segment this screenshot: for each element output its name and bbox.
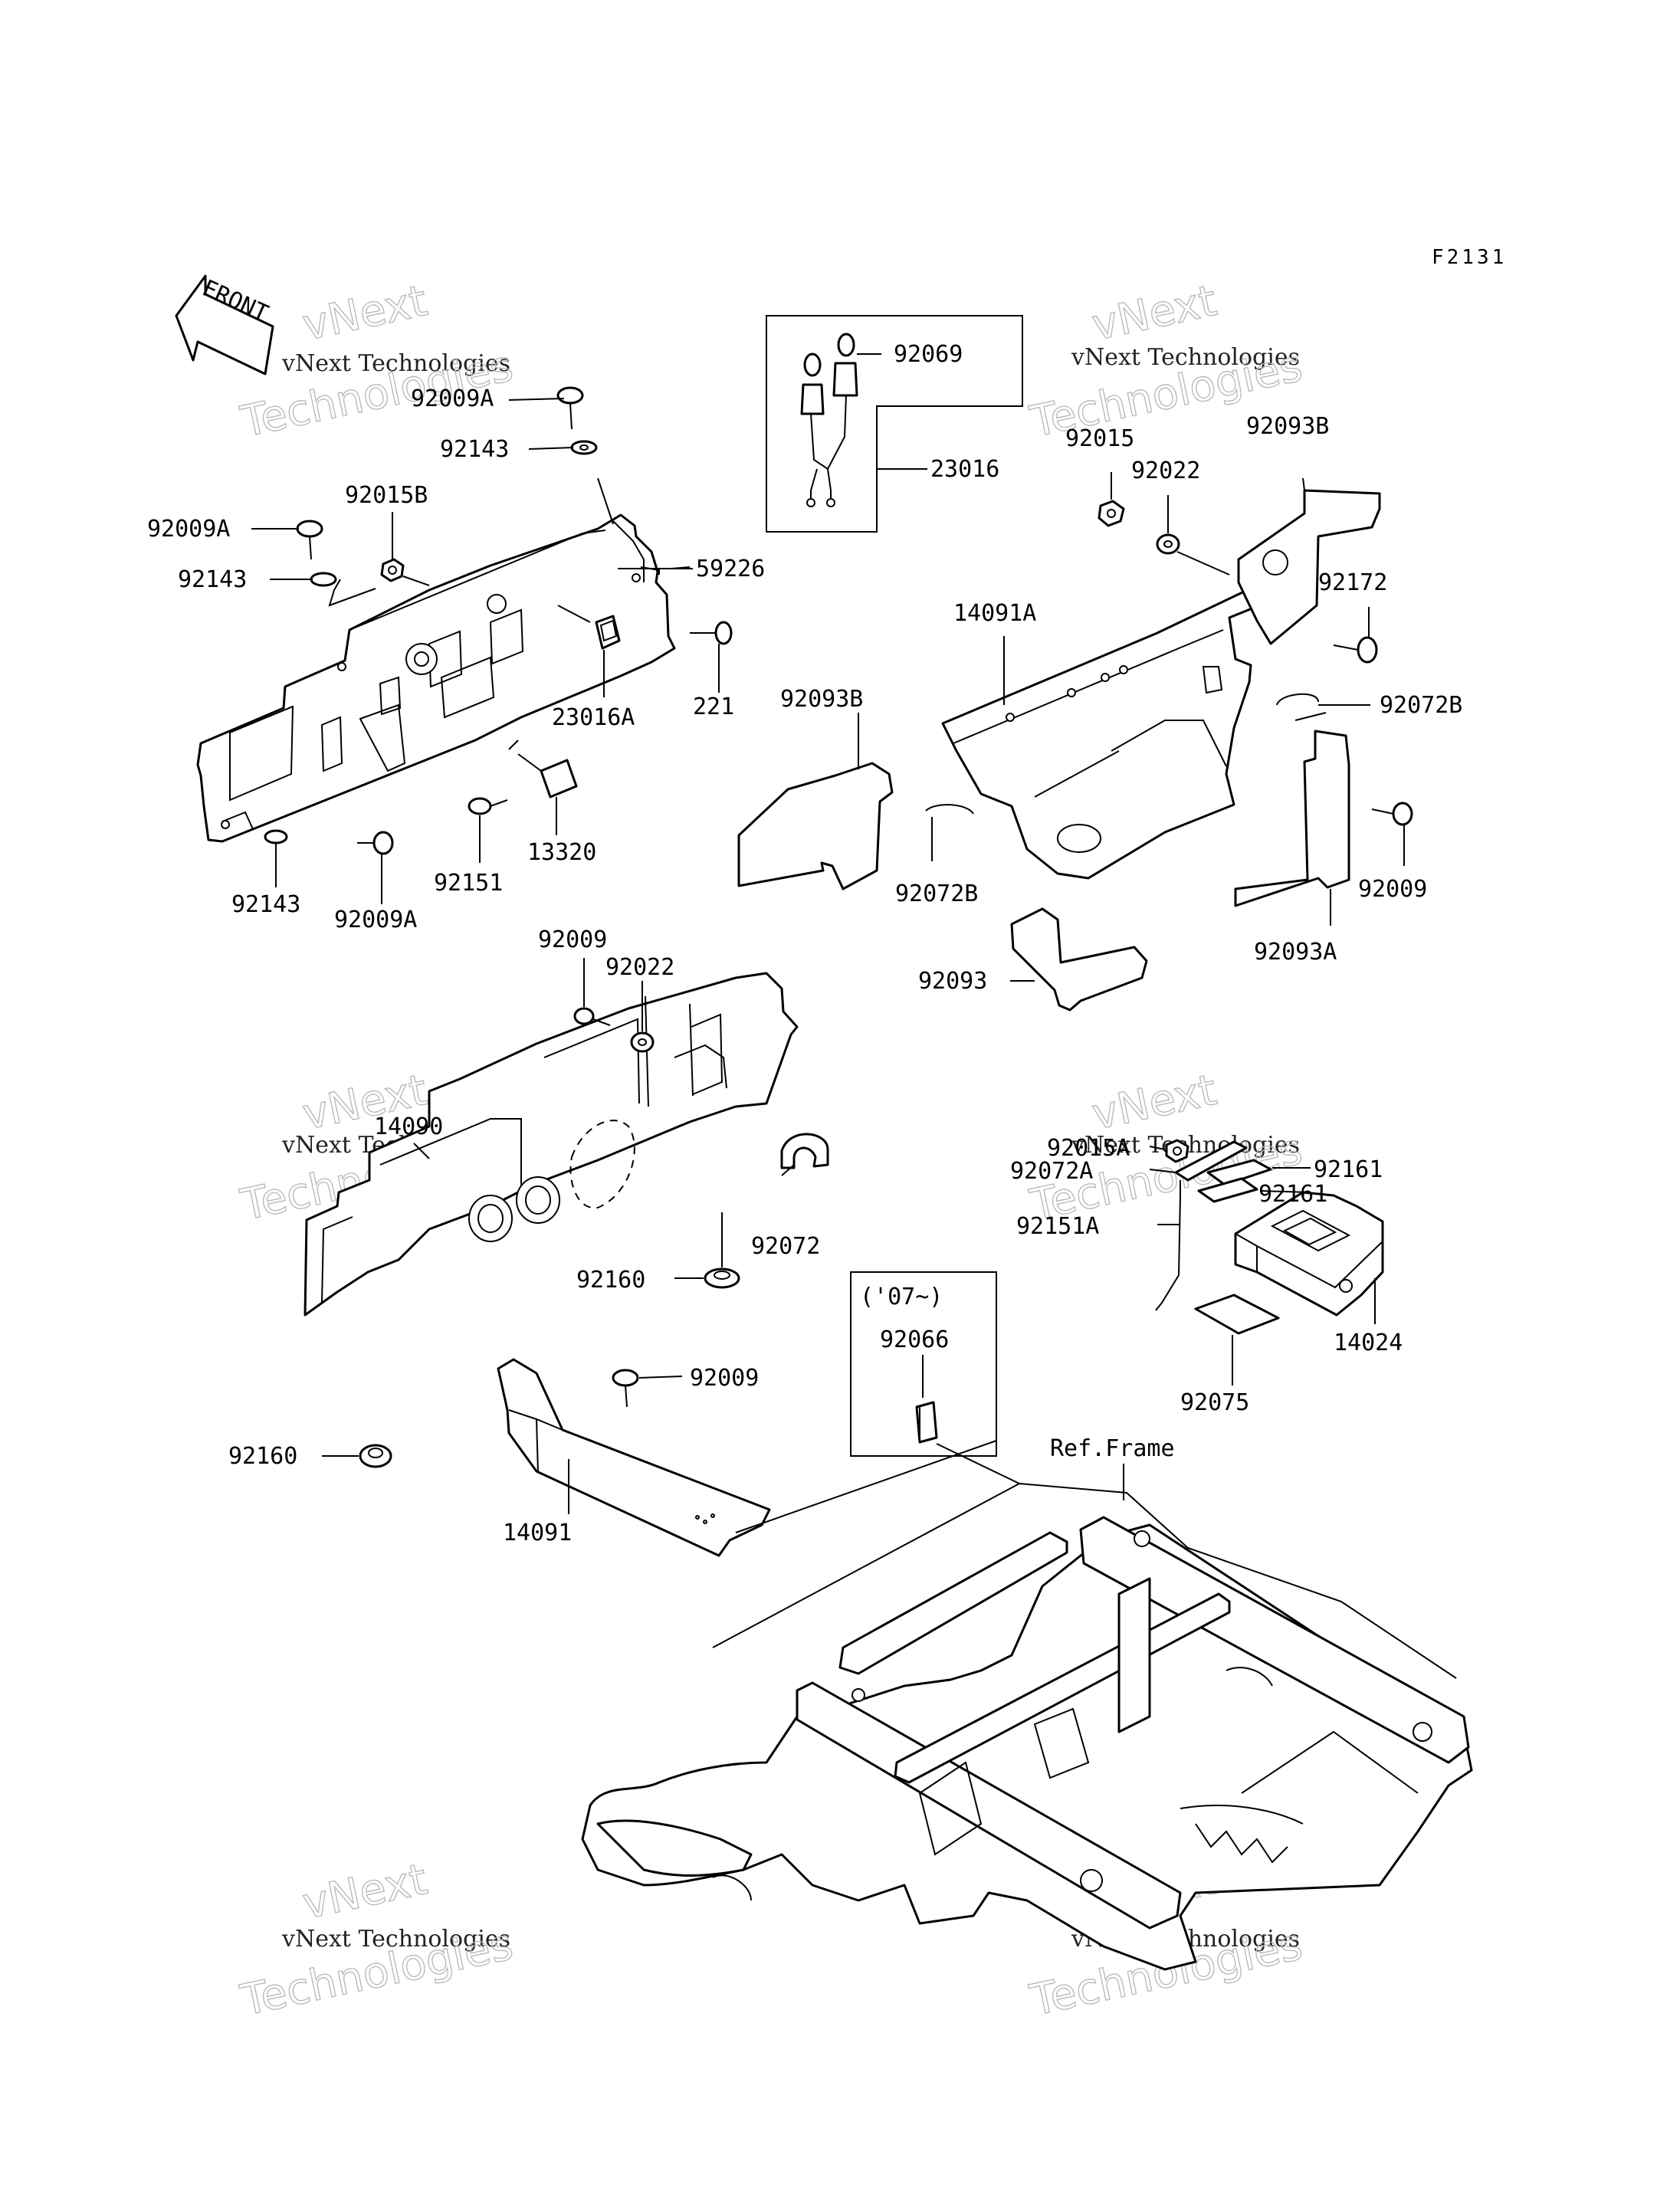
label-59226: 59226 <box>696 556 765 582</box>
washer-92143-left-icon <box>310 572 337 587</box>
label-ref-frame: Ref.Frame <box>1050 1435 1175 1462</box>
screw-92151-icon <box>468 797 508 815</box>
svg-text:vNext: vNext <box>1088 276 1221 351</box>
bolt-92009-lower-icon <box>612 1369 639 1408</box>
svg-text:vNext Technologies: vNext Technologies <box>281 1926 510 1953</box>
strap-92072A-icon <box>1174 1140 1248 1182</box>
label-92009A-left: 92009A <box>147 516 230 543</box>
label-92009A-bottom: 92009A <box>334 907 417 933</box>
label-92066: 92066 <box>880 1326 949 1353</box>
grommet-92160-bottom-icon <box>359 1444 392 1468</box>
nut-92015A-icon <box>1165 1139 1189 1163</box>
label-92151: 92151 <box>434 870 503 897</box>
label-92072B-right: 92072B <box>1380 692 1462 719</box>
screw-221-icon <box>690 621 733 645</box>
label-92093: 92093 <box>918 968 987 995</box>
bolt-92009A-bottom-icon <box>357 831 394 855</box>
bolt-92009-mid-icon <box>573 1007 611 1026</box>
floor-panel-14090 <box>304 972 799 1317</box>
label-year-note: ('07~) <box>860 1284 943 1310</box>
label-92093B-right: 92093B <box>1246 413 1329 440</box>
svg-text:vNext Technologies: vNext Technologies <box>281 350 510 377</box>
label-23016A: 23016A <box>552 704 635 731</box>
svg-text:vNext Technologies: vNext Technologies <box>1071 344 1300 371</box>
wire-92151A-icon <box>1155 1180 1181 1311</box>
watermark-bottom-left: vNext Technologies vNext Technologies <box>236 1854 518 2026</box>
label-92015A: 92015A <box>1047 1135 1130 1162</box>
label-92143-bottom: 92143 <box>231 891 300 918</box>
label-14091A: 14091A <box>953 600 1036 627</box>
bulb-harness-box <box>766 315 1023 533</box>
watermark-top-left: vNext Technologies vNext Technologies <box>236 275 518 448</box>
label-13320: 13320 <box>527 839 596 866</box>
bracket-92093B-left-icon <box>737 762 894 890</box>
label-92022-mid: 92022 <box>605 954 674 981</box>
label-92009-right: 92009 <box>1358 876 1427 903</box>
clamp-92072-icon <box>780 1133 829 1169</box>
switch-23016A-icon <box>595 615 621 650</box>
dash-panel-59226 <box>196 513 676 843</box>
label-92022-top: 92022 <box>1131 457 1200 484</box>
washer-92143-top-icon <box>570 440 598 455</box>
leader-lines <box>251 353 1405 1514</box>
figure-code: F2131 <box>1432 246 1507 269</box>
nut-92015-icon <box>1098 500 1125 527</box>
svg-text:vNext: vNext <box>298 276 431 351</box>
label-92009-lower: 92009 <box>690 1365 759 1392</box>
label-92072B-left: 92072B <box>895 880 978 907</box>
label-14090: 14090 <box>374 1113 443 1140</box>
label-92151A: 92151A <box>1016 1213 1099 1240</box>
label-92160-mid: 92160 <box>576 1267 645 1294</box>
pad-92161-icon <box>1197 1159 1272 1203</box>
label-92160-bottom: 92160 <box>228 1443 297 1470</box>
label-92015B: 92015B <box>345 482 428 509</box>
washer-92022-top-icon <box>1156 533 1180 555</box>
nut-92015B-icon <box>380 558 405 582</box>
pad-92075-icon <box>1194 1294 1280 1335</box>
inner-fender-14091A <box>941 584 1272 880</box>
bracket-92093A-icon <box>1234 730 1350 907</box>
label-92009-mid: 92009 <box>538 926 607 953</box>
switch-13320-icon <box>508 739 578 798</box>
bolt-92172-icon <box>1333 636 1378 664</box>
washer-92022-mid-icon <box>630 1031 655 1053</box>
label-92093A: 92093A <box>1254 939 1337 966</box>
label-92072A: 92072A <box>1010 1158 1093 1185</box>
clip-92072B-left-icon <box>925 804 974 815</box>
bolt-92009A-left-icon <box>296 520 323 560</box>
front-arrow-icon: FRONT <box>175 274 274 375</box>
bolt-92009A-top-icon <box>556 386 584 430</box>
label-23016: 23016 <box>930 456 999 483</box>
plate-14091-icon <box>497 1358 771 1557</box>
label-92093B-left: 92093B <box>780 686 863 713</box>
box-14024-icon <box>1234 1191 1384 1317</box>
label-14024: 14024 <box>1334 1330 1403 1356</box>
label-92015: 92015 <box>1065 425 1134 452</box>
label-92009A-top: 92009A <box>411 385 494 412</box>
svg-text:vNext: vNext <box>298 1854 431 1930</box>
year-note-box <box>850 1271 997 1457</box>
label-92075: 92075 <box>1180 1389 1249 1416</box>
washer-92143-bottom-icon <box>264 829 288 844</box>
part-labels: 92009A 92143 92009A 92015B 92143 59226 2… <box>147 341 1462 1546</box>
grommet-92160-mid-icon <box>704 1267 740 1289</box>
label-92161-b: 92161 <box>1258 1181 1327 1208</box>
bolt-92009-right-icon <box>1371 802 1413 826</box>
vehicle-frame <box>581 1440 1473 1971</box>
label-92161-a: 92161 <box>1314 1156 1383 1183</box>
label-92072: 92072 <box>751 1233 820 1260</box>
bracket-92093-icon <box>1010 907 1148 1012</box>
clip-92072B-right-icon <box>1276 693 1319 706</box>
label-221: 221 <box>693 694 734 720</box>
svg-text:vNext: vNext <box>1088 1065 1221 1140</box>
label-92172: 92172 <box>1318 569 1387 596</box>
label-92069: 92069 <box>894 341 963 368</box>
label-92143-top: 92143 <box>440 436 509 463</box>
label-92143-left: 92143 <box>178 566 247 593</box>
bracket-92093B-right-icon <box>1237 489 1381 645</box>
label-14091: 14091 <box>503 1520 572 1546</box>
